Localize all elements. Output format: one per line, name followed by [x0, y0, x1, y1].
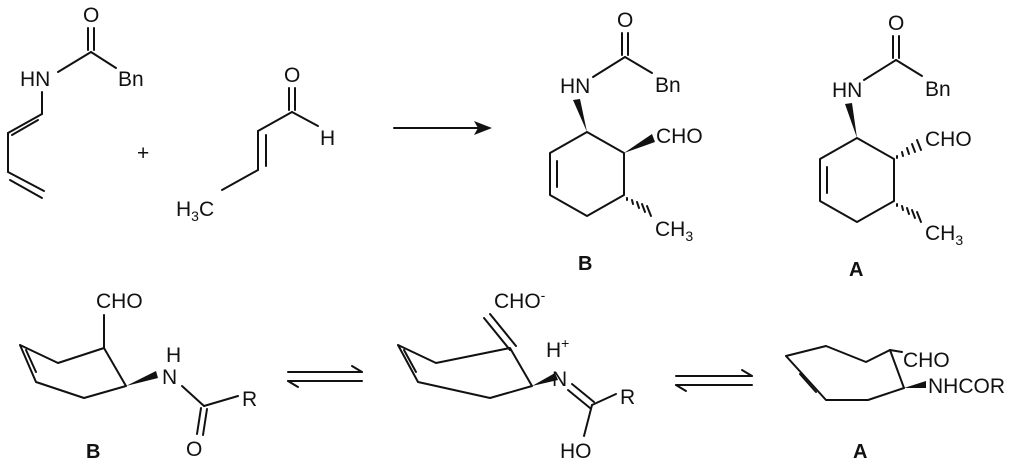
- stereo-hash: [896, 139, 922, 159]
- atom-hn: HN: [20, 68, 50, 91]
- atom-r: R: [242, 388, 257, 411]
- atom-ho: HO: [560, 440, 592, 463]
- stereo-wedge: [573, 99, 587, 132]
- atom-o: O: [888, 12, 904, 35]
- atom-bn: Bn: [925, 78, 951, 101]
- plus-sign: +: [137, 142, 149, 165]
- stereo-hash: [896, 203, 922, 223]
- atom-nh-h: H: [166, 344, 181, 367]
- atom-bn: Bn: [118, 68, 144, 91]
- methyl-label: CH3: [655, 218, 693, 244]
- equilibrium-arrows: [287, 365, 363, 388]
- compound-label-a: A: [849, 259, 863, 281]
- atom-h: H: [320, 127, 335, 150]
- atom-o: O: [617, 9, 633, 32]
- product-a-structure: O Bn HN CHO CH3 A: [819, 12, 972, 281]
- methyl-label: H3C: [176, 198, 214, 224]
- atom-o: O: [83, 4, 99, 27]
- crotonaldehyde-reactant: O H H3C: [176, 64, 335, 224]
- stereo-wedge: [904, 381, 926, 388]
- equilibrium-arrows: [675, 369, 753, 392]
- atom-o: O: [284, 64, 300, 87]
- conformer-a-structure: CHO NHCOR A: [785, 345, 1005, 463]
- methyl-label: CH3: [925, 222, 963, 248]
- atom-h-plus: H+: [546, 335, 569, 362]
- stereo-wedge: [126, 371, 158, 386]
- compound-label-b: B: [578, 253, 592, 275]
- atom-n: N: [552, 368, 567, 391]
- atom-cho: CHO: [903, 349, 950, 372]
- compound-label-a: A: [853, 441, 867, 463]
- compound-label-b: B: [86, 441, 100, 463]
- atom-cho-minus: CHO-: [494, 287, 546, 313]
- atom-cho: CHO: [96, 290, 143, 313]
- atom-hn: HN: [560, 75, 590, 98]
- enolate-intermediate-structure: CHO- H+ N R HO: [397, 287, 635, 463]
- atom-n: N: [162, 366, 177, 389]
- stereo-wedge: [532, 373, 558, 386]
- diene-carbamate-reactant: O Bn HN: [7, 4, 144, 199]
- stereo-wedge: [845, 103, 857, 138]
- atom-o: O: [186, 438, 202, 461]
- conformer-b-structure: CHO H N R O B: [19, 290, 257, 463]
- reaction-arrow: [393, 121, 492, 135]
- atom-cho: CHO: [925, 128, 972, 151]
- product-b-structure: O Bn HN CHO CH3 B: [549, 9, 703, 275]
- stereo-hash: [626, 197, 652, 217]
- atom-bn: Bn: [655, 74, 681, 97]
- stereo-wedge: [624, 134, 655, 153]
- atom-r: R: [620, 386, 635, 409]
- atom-hn: HN: [832, 79, 862, 102]
- atom-nhcor: NHCOR: [928, 375, 1005, 398]
- atom-cho: CHO: [656, 125, 703, 148]
